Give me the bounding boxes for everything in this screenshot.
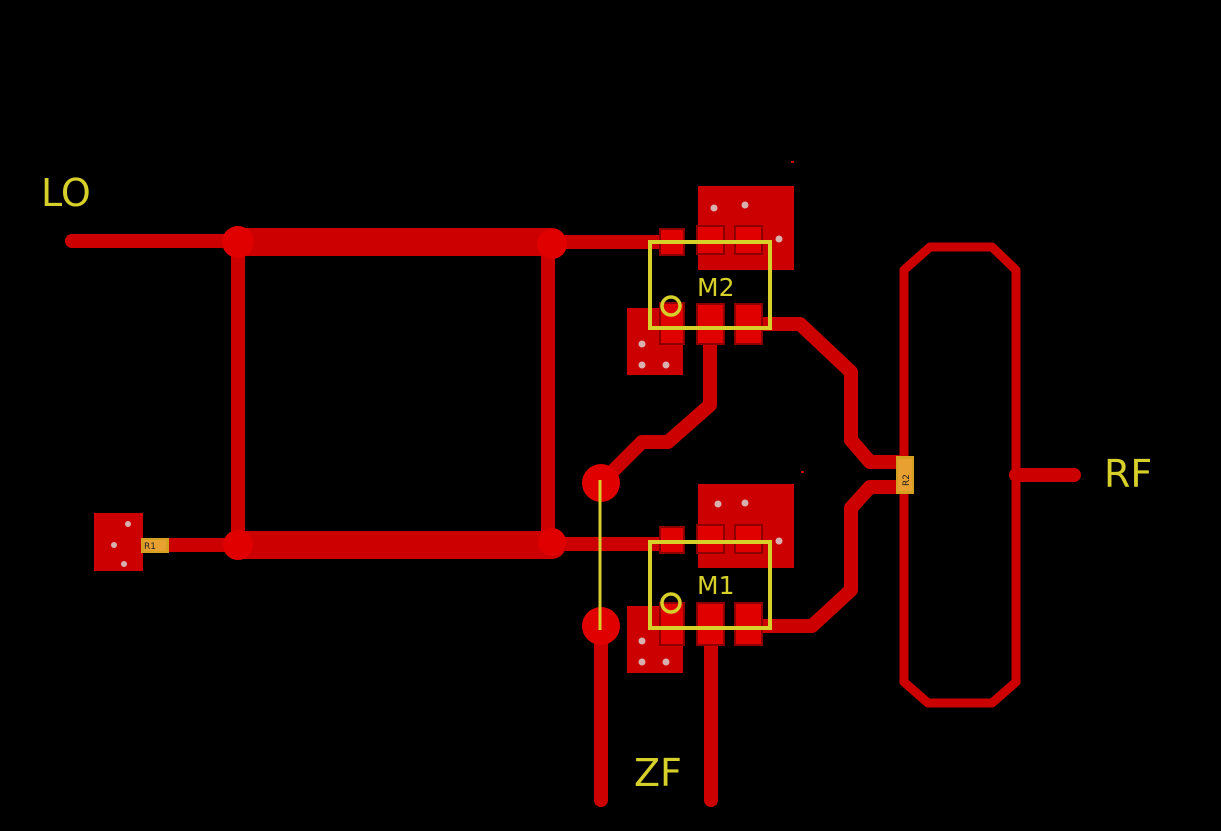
- trace-m2-to-r2: [741, 317, 912, 469]
- m1-pin: [696, 524, 725, 554]
- r2-resistor-inner: [898, 459, 912, 491]
- junction-balun-tr: [537, 229, 567, 259]
- stray-mark: [791, 161, 794, 163]
- junction-balun-bl: [223, 530, 253, 560]
- r2-footprint: R2: [896, 456, 914, 494]
- m1-pin: [734, 524, 763, 554]
- m2-via: [662, 361, 670, 369]
- trace-m1-to-r2: [741, 480, 912, 633]
- label-lo: LO: [41, 171, 91, 215]
- copper-traces: [65, 228, 1081, 807]
- r1-via: [121, 561, 127, 567]
- r1-label: R1: [144, 542, 156, 552]
- m1-pin: [734, 602, 763, 646]
- stray-mark: [801, 471, 804, 473]
- label-zf: ZF: [634, 751, 682, 795]
- m1-pin: [696, 602, 725, 646]
- m1-via: [741, 499, 749, 507]
- m2-pin: [734, 303, 763, 345]
- m2-silk-outline: [648, 240, 772, 330]
- junction-balun-tl: [222, 226, 254, 258]
- trace-m2-to-junction: [594, 318, 717, 490]
- m1-label: M1: [697, 571, 734, 600]
- m1-via: [638, 637, 646, 645]
- r1-via: [125, 521, 131, 527]
- r1-resistor-inner: [144, 540, 166, 551]
- r1-via: [111, 542, 117, 548]
- r1-ground-pad: [94, 513, 143, 571]
- m2-label: M2: [697, 273, 734, 302]
- m1-via: [638, 658, 646, 666]
- trace-rf-ring: [899, 242, 1021, 708]
- m2-via: [775, 235, 783, 243]
- trace-junctions: [222, 226, 620, 645]
- m1-via: [775, 537, 783, 545]
- r2-label: R2: [902, 474, 912, 486]
- junction-balun-br: [538, 528, 566, 556]
- m2-pin: [696, 303, 725, 345]
- m1-via: [714, 500, 722, 508]
- m2-via: [741, 201, 749, 209]
- m1-pin1-marker: [660, 592, 682, 614]
- m1-via: [662, 658, 670, 666]
- m2-pin1-marker: [660, 295, 682, 317]
- m2-footprint: M2: [627, 186, 794, 375]
- m1-footprint: M1: [627, 484, 794, 673]
- m1-silk-outline: [648, 540, 772, 630]
- m2-via: [710, 204, 718, 212]
- label-rf: RF: [1104, 452, 1152, 496]
- r1-footprint: R1: [94, 513, 169, 571]
- m2-via: [638, 340, 646, 348]
- m2-via: [638, 361, 646, 369]
